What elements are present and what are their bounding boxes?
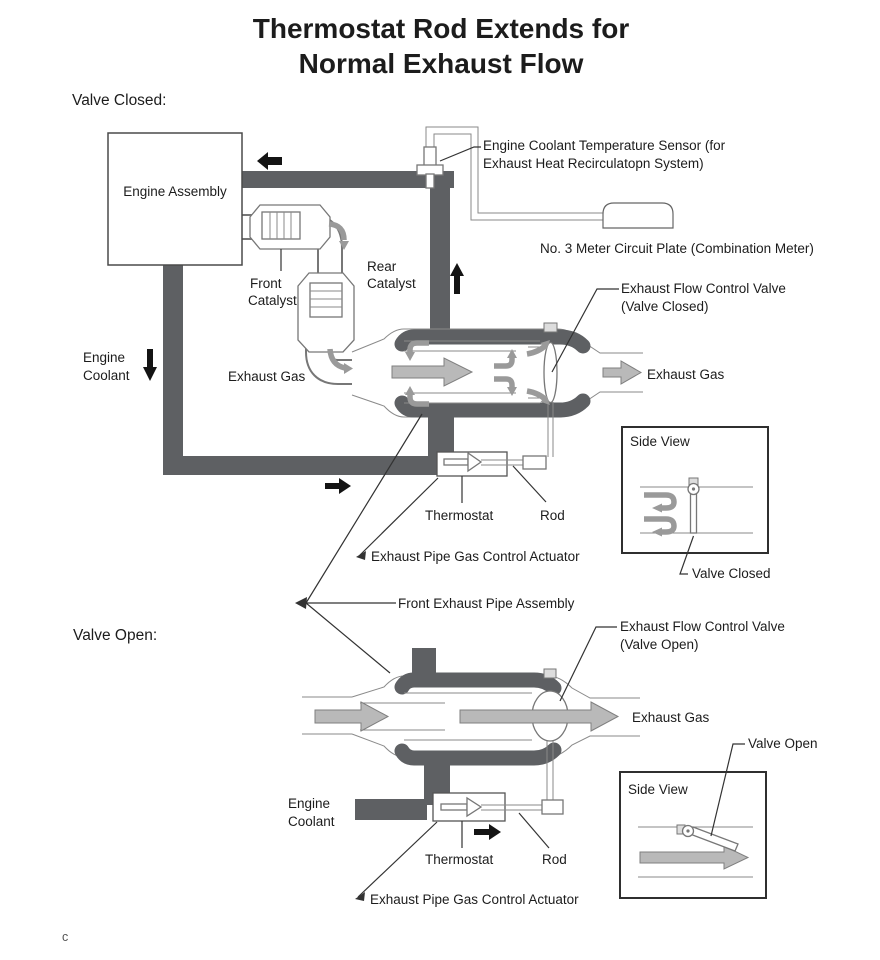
corner-mark: c xyxy=(62,930,68,944)
thermostat-open xyxy=(440,803,468,811)
title-line-2: Normal Exhaust Flow xyxy=(299,48,584,79)
engine-coolant-label2-closed: Coolant xyxy=(83,368,130,383)
right-arrow-icon xyxy=(325,478,351,494)
thermostat-label-closed: Thermostat xyxy=(425,508,494,523)
front-catalyst-label2: Catalyst xyxy=(248,293,297,308)
engine-assembly-box xyxy=(107,132,243,266)
side-view-closed: Side View xyxy=(621,426,769,575)
valve-closed-heading: Valve Closed: xyxy=(72,92,166,109)
exhaust-flow-arrows-open xyxy=(314,701,620,732)
muffler-closed-bands xyxy=(394,329,591,418)
sensor-label-line1: Engine Coolant Temperature Sensor (for xyxy=(483,138,726,153)
meter-circuit-plate-icon xyxy=(602,202,674,229)
valve-shaft-top-open xyxy=(543,668,557,679)
engine-coolant-label2-open: Coolant xyxy=(288,814,335,829)
actuator-closed xyxy=(436,451,547,477)
flow-valve-label-closed: Exhaust Flow Control Valve xyxy=(621,281,786,296)
rear-catalyst-label2: Catalyst xyxy=(367,276,416,291)
coolant-temp-sensor-icon xyxy=(423,146,437,167)
flow-valve-state-open: (Valve Open) xyxy=(620,637,699,652)
side-view-open: Side View xyxy=(619,771,767,899)
exhaust-flow-arrows-closed xyxy=(391,357,643,387)
front-catalyst-label1: Front xyxy=(250,276,282,291)
muffler-open-bands xyxy=(394,672,562,766)
exhaust-gas-label-out-closed: Exhaust Gas xyxy=(647,367,725,382)
sensor-label-line2: Exhaust Heat Recirculatopn System) xyxy=(483,156,704,171)
flow-valve-label-open: Exhaust Flow Control Valve xyxy=(620,619,785,634)
rod-end-closed xyxy=(522,455,547,470)
coolant-temp-sensor-assembly xyxy=(416,126,674,229)
valve-shaft-top-closed xyxy=(543,322,558,333)
exhaust-gas-label-in-closed: Exhaust Gas xyxy=(228,369,306,384)
thermostat-label-open: Thermostat xyxy=(425,852,494,867)
exhaust-gas-label-out-open: Exhaust Gas xyxy=(632,710,710,725)
thermostat-closed xyxy=(443,458,469,466)
actuator-open xyxy=(432,792,564,840)
rod-end-open xyxy=(541,799,564,815)
valve-open-heading: Valve Open: xyxy=(73,627,157,644)
front-pipe-assembly-callout: Front Exhaust Pipe Assembly xyxy=(295,413,575,674)
muffler-open xyxy=(302,668,640,801)
exhaust-piping-closed xyxy=(242,204,356,385)
muffler-closed xyxy=(327,322,643,457)
flow-control-valve-closed xyxy=(543,341,558,404)
direction-arrows-closed xyxy=(143,152,464,494)
side-view-title-open: Side View xyxy=(628,782,688,797)
engine-assembly-label: Engine Assembly xyxy=(123,184,227,199)
actuator-label-closed: Exhaust Pipe Gas Control Actuator xyxy=(371,549,580,564)
valve-closed-diagram: Valve Closed: xyxy=(72,92,814,581)
rod-label-closed: Rod xyxy=(540,508,565,523)
valve-open-state-label: Valve Open xyxy=(748,736,818,751)
left-arrow-icon xyxy=(257,152,282,170)
valve-open-diagram: Valve Open: xyxy=(73,619,818,907)
front-pipe-assembly-label: Front Exhaust Pipe Assembly xyxy=(398,596,575,611)
side-view-title-closed: Side View xyxy=(630,434,690,449)
engine-coolant-label1-closed: Engine xyxy=(83,350,125,365)
rod-label-open: Rod xyxy=(542,852,567,867)
coolant-pipes-closed xyxy=(163,171,454,475)
title-line-1: Thermostat Rod Extends for xyxy=(253,13,630,44)
actuator-label-open: Exhaust Pipe Gas Control Actuator xyxy=(370,892,579,907)
up-arrow-icon xyxy=(450,263,464,294)
flow-valve-state-closed: (Valve Closed) xyxy=(621,299,709,314)
recirculation-arrows xyxy=(327,340,550,407)
rear-catalyst-label1: Rear xyxy=(367,259,397,274)
side-view-flow-arrow-open xyxy=(639,845,750,870)
rod-extend-arrow-icon xyxy=(474,824,501,840)
meter-plate-label: No. 3 Meter Circuit Plate (Combination M… xyxy=(540,241,814,256)
valve-closed-state-label: Valve Closed xyxy=(692,566,771,581)
down-arrow-icon xyxy=(143,349,157,381)
page-title: Thermostat Rod Extends for Normal Exhaus… xyxy=(253,13,630,79)
engine-coolant-label1-open: Engine xyxy=(288,796,330,811)
